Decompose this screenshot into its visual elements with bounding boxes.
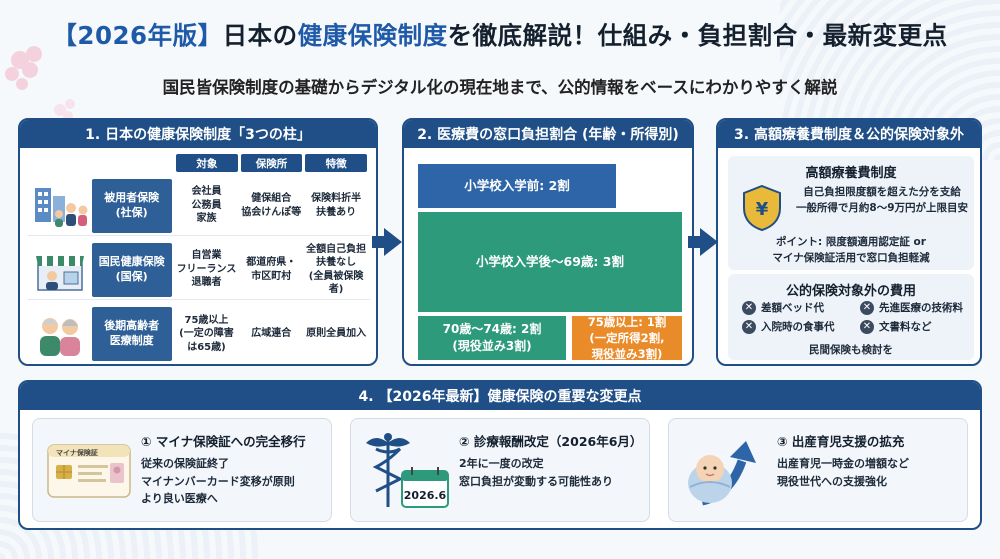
bar-label: 75歳以上: 1割 [587, 314, 667, 329]
yen-shield-icon: ¥ [743, 184, 781, 232]
high-cost-subheading: 高額療養費制度 [805, 166, 897, 181]
high-cost-line2: 一般所得で月約8〜9万円が上限目安 [795, 202, 969, 215]
bar-label: 小学校入学前: 2割 [464, 178, 570, 194]
point-line2: マイナ保険証活用で窓口負担軽減 [772, 252, 930, 265]
change-title: ② 診療報酬改定（2026年6月） [459, 434, 643, 449]
calendar-date-label: 2026.6 [404, 489, 447, 502]
copay-heading: 2. 医療費の窓口負担割合 (年齢・所得別) [404, 120, 692, 148]
list-item: ✕ 文書料など [860, 319, 978, 334]
cell-insurer: 健保組合 協会けんぽ等 [241, 193, 302, 218]
cell-feature: 全額自己負担 扶養なし (全員被保険者) [306, 243, 367, 296]
high-cost-point: ポイント: 限度額適用認定証 or マイナ保険証活用で窓口負担軽減 [728, 234, 974, 267]
arrow-right-icon [688, 228, 718, 256]
row-label-sub: 医療制度 [109, 334, 154, 347]
pillars-header-row: 対象 保険所 特徴 [176, 154, 370, 172]
shop-icon [28, 244, 92, 296]
private-insurance-note: 民間保険も検討を [809, 344, 893, 356]
bar-label: 70歳〜74歳: 2割 [442, 322, 542, 337]
table-row: 後期高齢者 医療制度 75歳以上 (一定の障害 は65歳) 広域連合 原則全員加… [28, 304, 370, 364]
change-card-my-number: マイナ保険証 ① マイナ保険証への完全移行 従来の保険証終了 マイナンバーカード… [32, 418, 332, 522]
column-header-insurer: 保険所 [240, 154, 303, 172]
row-label-late-elderly: 後期高齢者 医療制度 [91, 307, 172, 361]
change-body: 出産育児一時金の増額など 現役世代への支援強化 [777, 457, 909, 488]
pillars-panel: 1. 日本の健康保険制度「3つの柱」 対象 保険所 特徴 被用者保険 (社保) [18, 118, 378, 366]
change-title: ③ 出産育児支援の拡充 [777, 434, 905, 449]
bar-preschool: 小学校入学前: 2割 [418, 164, 616, 208]
excluded-item-label: 文書料など [879, 321, 932, 333]
change-card-childbirth: ③ 出産育児支援の拡充 出産育児一時金の増額など 現役世代への支援強化 [668, 418, 968, 522]
arrow-right-icon [372, 228, 402, 256]
change-title: ① マイナ保険証への完全移行 [141, 434, 306, 449]
title-part2: を徹底解説！仕組み・負担割合・最新変更点 [447, 20, 948, 50]
excluded-item-label: 先進医療の技術料 [879, 302, 963, 314]
high-cost-line1: 自己負担限度額を超えた分を支給 [803, 186, 961, 198]
title-year: 【2026年版】 [52, 20, 223, 50]
row-label-employee-insurance: 被用者保険 (社保) [91, 178, 172, 233]
cell-insurer: 都道府県・ 市区町村 [246, 257, 297, 282]
high-cost-description: 自己負担限度額を超えた分を支給 一般所得で月約8〜9万円が上限目安 [790, 184, 974, 217]
caduceus-calendar-icon: 2026.6 [361, 429, 453, 513]
row-label-text: 被用者保険 [104, 190, 160, 204]
bar-sublabel: (現役並み3割) [452, 339, 532, 353]
card-label: マイナ保険証 [56, 448, 98, 457]
list-item: ✕ 差額ベッド代 [742, 300, 860, 315]
bar-age-75-plus: 75歳以上: 1割 (一定所得2割, 現役並み3割) [572, 314, 682, 362]
subtitle: 国民皆保険制度の基礎からデジタル化の現在地まで、公的情報をベースにわかりやすく解… [162, 78, 838, 97]
list-item: ✕ 先進医療の技術料 [860, 300, 978, 315]
pillars-heading: 1. 日本の健康保険制度「3つの柱」 [20, 120, 376, 148]
excluded-item-label: 入院時の食事代 [761, 321, 835, 333]
point-line1: ポイント: 限度額適用認定証 or [776, 236, 926, 248]
high-cost-box: 高額療養費制度 ¥ 自己負担限度額を超えた分を支給 一般所得で月約8〜9万円が上… [728, 156, 974, 270]
bar-label: 小学校入学後〜69歳: 3割 [476, 254, 624, 270]
change-body: 2年に一度の改定 窓口負担が変動する可能性あり [459, 457, 613, 488]
baby-arrow-icon [679, 429, 771, 513]
change-card-fee-revision: 2026.6 ② 診療報酬改定（2026年6月） 2年に一度の改定 窓口負担が変… [350, 418, 650, 522]
x-mark-icon: ✕ [860, 300, 874, 315]
copay-panel: 2. 医療費の窓口負担割合 (年齢・所得別) 小学校入学前: 2割 小学校入学後… [402, 118, 694, 366]
office-building-icon [28, 180, 92, 232]
pillars-table: 対象 保険所 特徴 被用者保険 (社保) 会社員 公務員 家族 健保組合 [28, 154, 370, 364]
row-label-text: 後期高齢者 [104, 319, 160, 333]
cell-target: 自営業 フリーランス 退職者 [176, 250, 237, 289]
bar-sublabel: (一定所得2割, [589, 330, 665, 345]
cell-insurer: 広域連合 [251, 328, 292, 340]
svg-text:¥: ¥ [756, 199, 769, 220]
high-cost-panel: 3. 高額療養費制度＆公的保険対象外 高額療養費制度 ¥ 自己負担限度額を超えた… [716, 118, 982, 366]
cell-feature: 原則全員加入 [306, 328, 367, 340]
changes-heading: 4. 【2026年最新】健康保険の重要な変更点 [20, 382, 980, 410]
x-mark-icon: ✕ [742, 319, 756, 334]
bar-school-to-69: 小学校入学後〜69歳: 3割 [418, 212, 682, 312]
sakura-decoration-icon [5, 46, 75, 121]
bar-sublabel: 現役並み3割) [591, 347, 663, 362]
excluded-item-label: 差額ベッド代 [761, 302, 824, 314]
row-label-sub: (国保) [115, 269, 148, 283]
row-label-national-insurance: 国民健康保険 (国保) [91, 242, 172, 297]
excluded-costs-list: ✕ 差額ベッド代 ✕ 先進医療の技術料 ✕ 入院時の食事代 ✕ 文書料など [742, 300, 972, 334]
column-header-target: 対象 [176, 154, 238, 172]
cell-target: 会社員 公務員 家族 [191, 186, 222, 225]
high-cost-heading: 3. 高額療養費制度＆公的保険対象外 [718, 120, 980, 148]
list-item: ✕ 入院時の食事代 [742, 319, 860, 334]
cell-feature: 保険料折半 扶養あり [311, 193, 362, 218]
bar-age-70-74: 70歳〜74歳: 2割 (現役並み3割) [418, 316, 566, 360]
excluded-costs-subheading: 公的保険対象外の費用 [785, 284, 916, 299]
changes-panel: 4. 【2026年最新】健康保険の重要な変更点 マイナ保険証 ① マイナ保険証へ… [18, 380, 982, 530]
column-header-feature: 特徴 [305, 154, 368, 172]
cell-target: 75歳以上 (一定の障害 は65歳) [179, 314, 234, 353]
x-mark-icon: ✕ [860, 319, 874, 334]
table-row: 被用者保険 (社保) 会社員 公務員 家族 健保組合 協会けんぽ等 保険料折半 … [28, 176, 370, 236]
row-label-text: 国民健康保険 [98, 254, 165, 268]
row-label-sub: (社保) [115, 205, 148, 219]
title-part1: 日本の [222, 20, 298, 50]
my-number-card-icon: マイナ保険証 [43, 429, 135, 513]
title-highlight: 健康保険制度 [297, 20, 448, 50]
excluded-costs-box: 公的保険対象外の費用 ✕ 差額ベッド代 ✕ 先進医療の技術料 ✕ 入院時の食事代 ✕ 文… [728, 274, 974, 360]
change-body: 従来の保険証終了 マイナンバーカード変移が原則 より良い医療へ [141, 457, 295, 506]
table-row: 国民健康保険 (国保) 自営業 フリーランス 退職者 都道府県・ 市区町村 全額… [28, 240, 370, 300]
page-title: 【2026年版】 日本の 健康保険制度 を徹底解説！仕組み・負担割合・最新変更点 [0, 8, 1000, 60]
x-mark-icon: ✕ [742, 300, 756, 315]
elderly-couple-icon [28, 308, 92, 360]
